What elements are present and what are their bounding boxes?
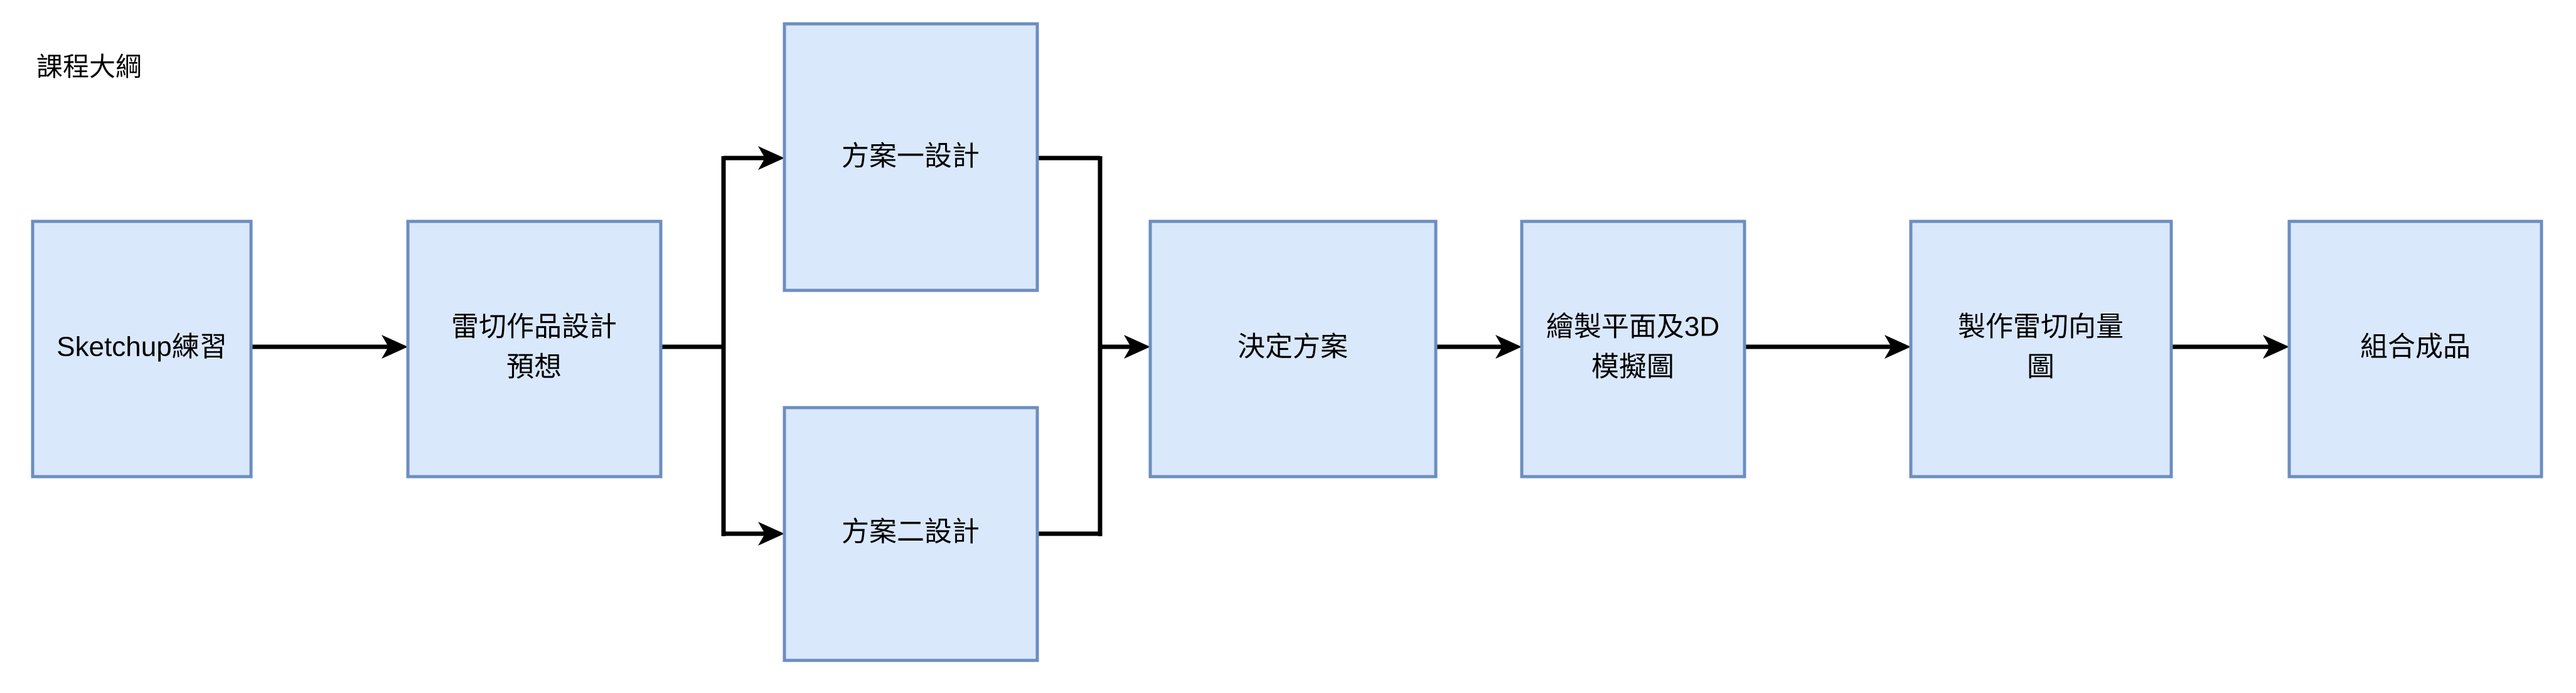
node-box[interactable] (406, 220, 663, 479)
arrowhead-icon (382, 335, 408, 359)
node-label-line-1: 繪製平面及3D (1546, 312, 1719, 342)
node-label-line-2: 模擬圖 (1591, 352, 1674, 383)
flow-node-sketchup-practice[interactable]: Sketchup練習 (31, 220, 253, 479)
edge-design-to-options (661, 146, 784, 546)
node-label-line-2: 圖 (2027, 352, 2055, 383)
arrowhead-icon (1124, 335, 1150, 359)
node-box[interactable] (783, 406, 1039, 662)
flow-node-decide-option[interactable]: 決定方案 (1148, 220, 1438, 479)
flow-node-option-one-design[interactable]: 方案一設計 (783, 22, 1039, 292)
edge-drawing-to-vector (1745, 335, 1911, 359)
node-box[interactable] (783, 22, 1039, 292)
node-label-line-1: 製作雷切向量 (1958, 312, 2124, 342)
arrowhead-icon (758, 522, 784, 546)
flow-node-laser-work-design-concept[interactable]: 雷切作品設計 預想 (406, 220, 663, 479)
node-label: Sketchup練習 (56, 332, 227, 362)
flow-node-option-two-design[interactable]: 方案二設計 (783, 406, 1039, 662)
edge-decision-to-drawing (1436, 335, 1522, 359)
edge-vector-to-assembly (2171, 335, 2289, 359)
arrowhead-icon (1495, 335, 1522, 359)
node-label: 方案二設計 (842, 517, 980, 548)
node-label-line-2: 預想 (506, 352, 562, 383)
flow-node-draw-plan-and-3d-mockup[interactable]: 繪製平面及3D 模擬圖 (1520, 220, 1746, 479)
node-box[interactable] (1909, 220, 2173, 479)
arrowhead-icon (1884, 335, 1911, 359)
node-label-line-1: 雷切作品設計 (451, 312, 617, 342)
node-label: 決定方案 (1237, 332, 1348, 362)
node-box[interactable] (1520, 220, 1746, 479)
flow-node-make-laser-vector-drawing[interactable]: 製作雷切向量 圖 (1909, 220, 2173, 479)
arrowhead-icon (2263, 335, 2289, 359)
edge-sketchup-to-design (251, 335, 408, 359)
node-box[interactable] (2287, 220, 2543, 479)
node-box[interactable] (1148, 220, 1438, 479)
node-box[interactable] (31, 220, 253, 479)
flow-node-assemble-final-product[interactable]: 組合成品 (2287, 220, 2543, 479)
node-label: 組合成品 (2360, 332, 2471, 362)
edge-options-to-decision (1037, 156, 1150, 536)
node-label: 方案一設計 (842, 141, 980, 172)
page-title: 課程大綱 (36, 52, 142, 82)
arrowhead-icon (758, 146, 784, 170)
